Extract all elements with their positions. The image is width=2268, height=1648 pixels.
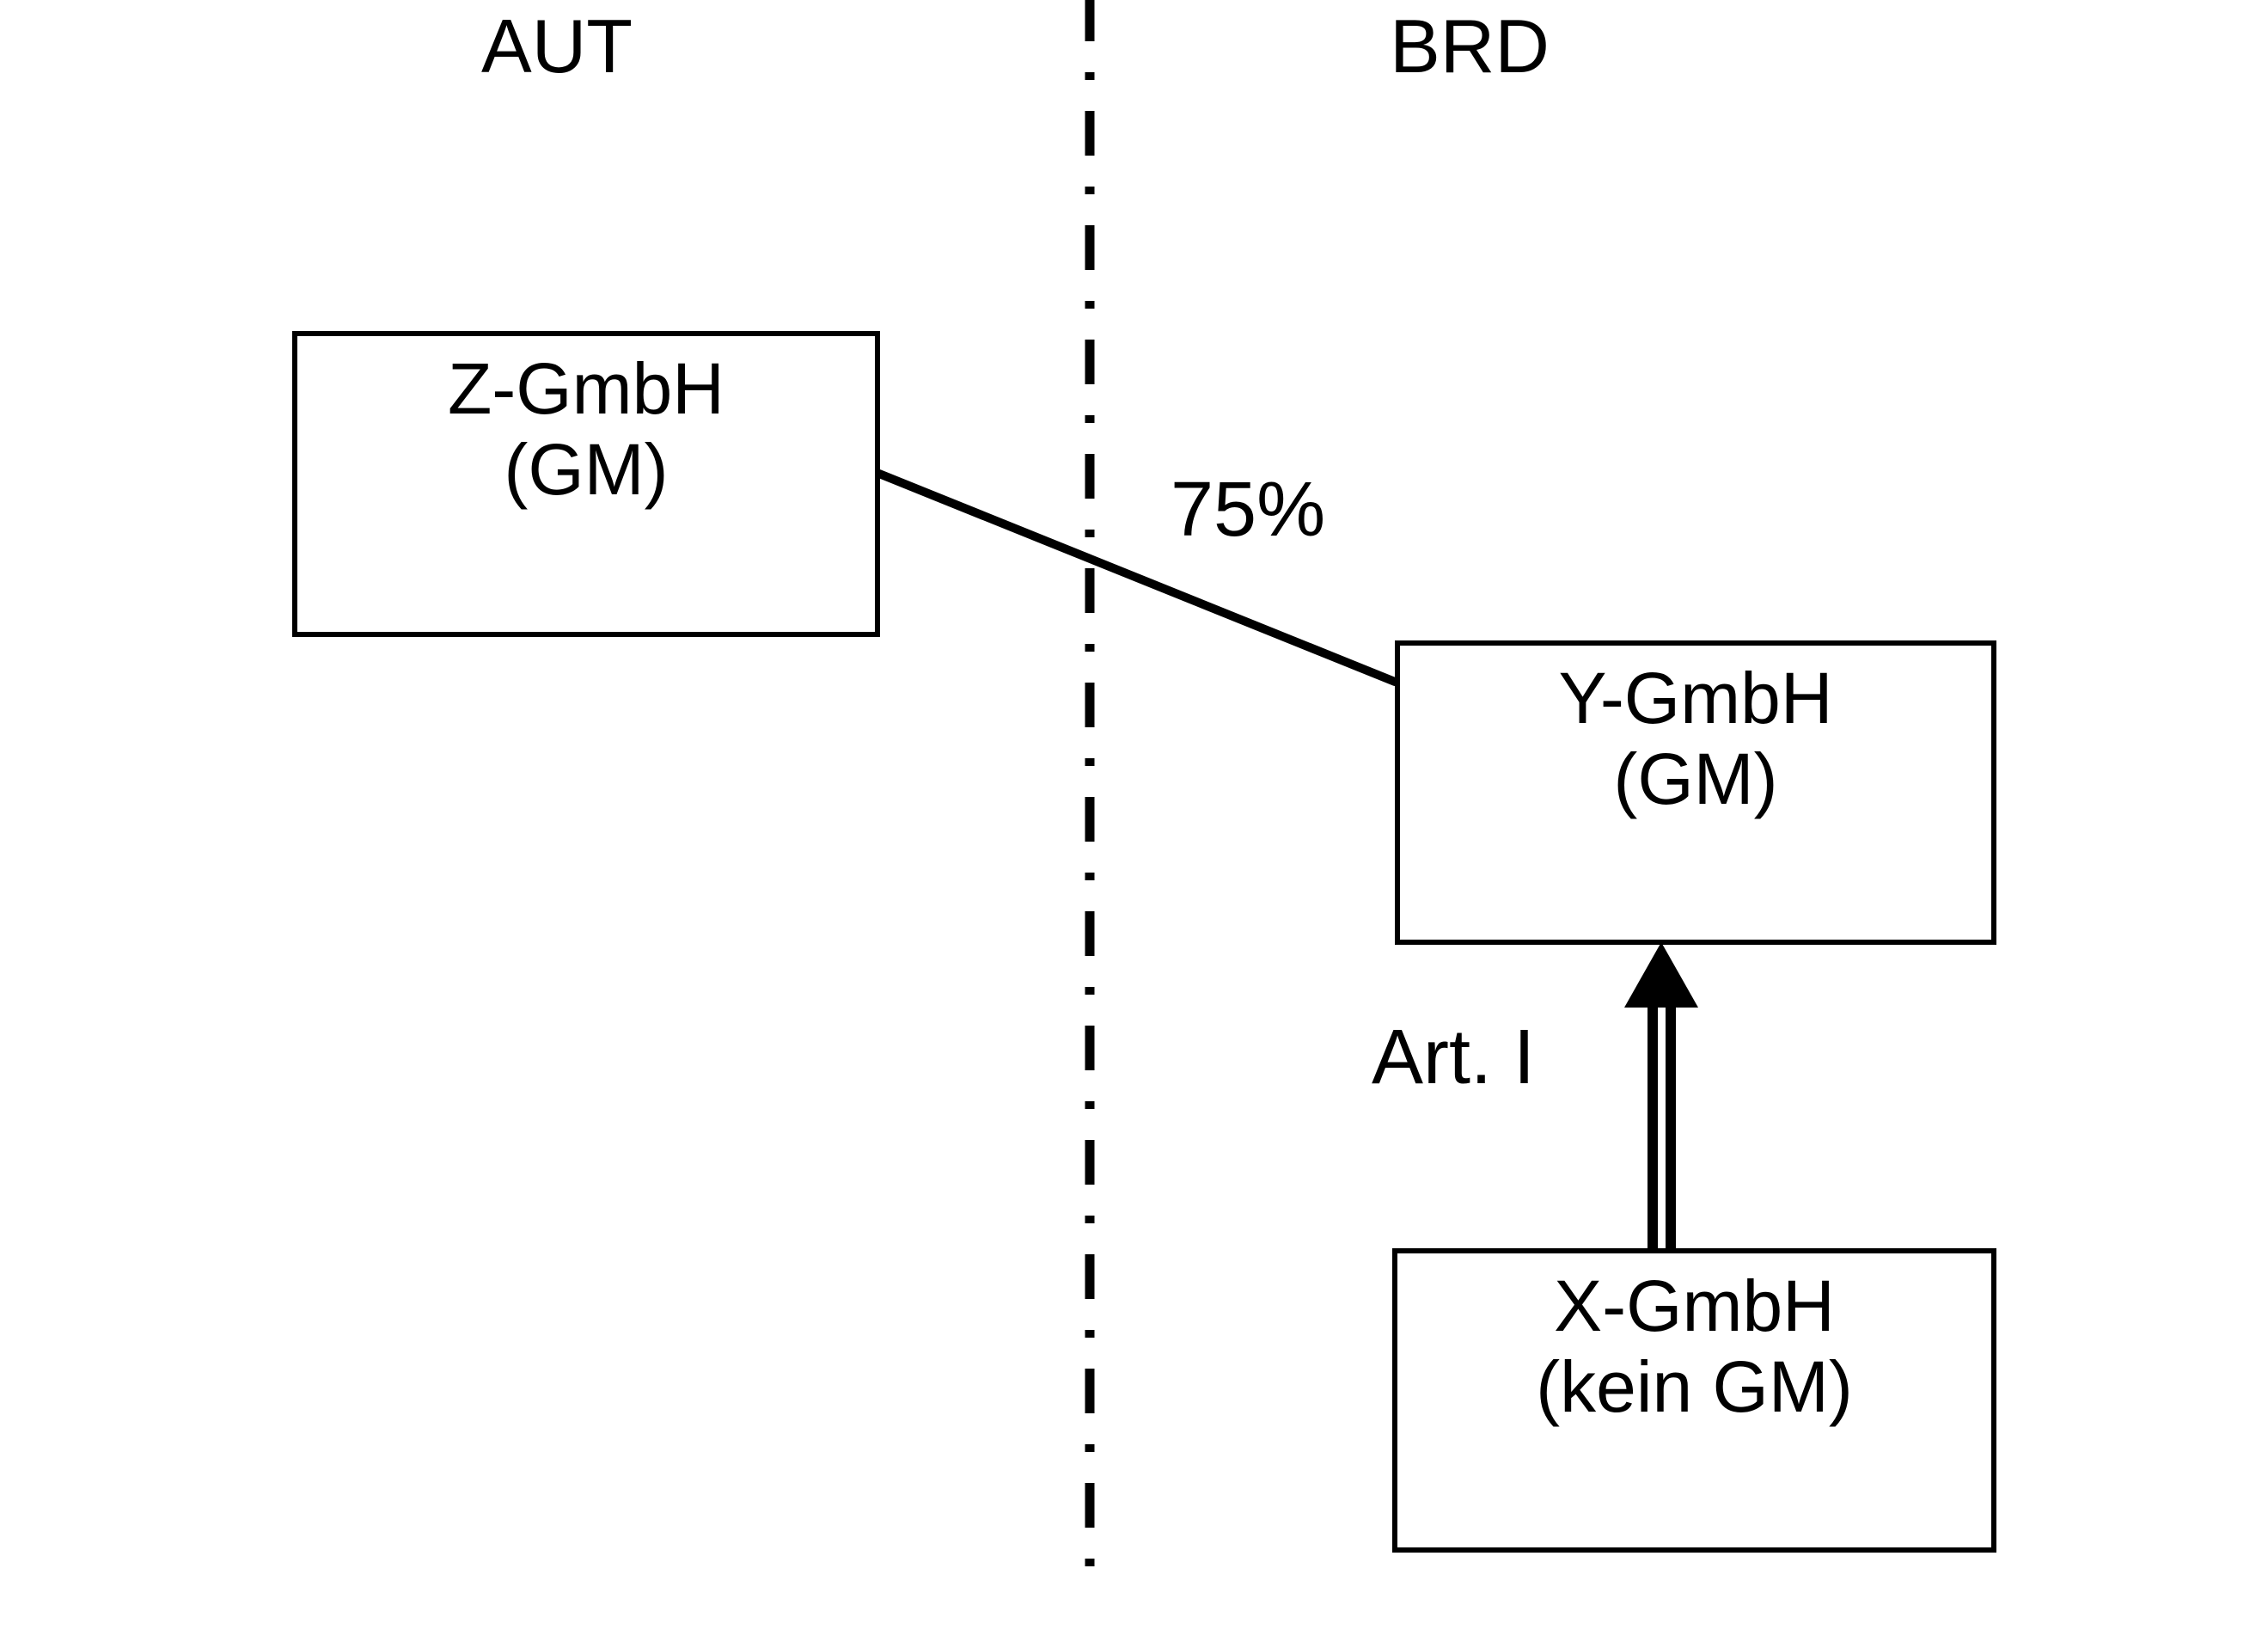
entity-name-x: X-GmbH — [1554, 1265, 1835, 1346]
entity-qualifier-y: (GM) — [1613, 738, 1778, 820]
connector-label-shareholding-percent: 75% — [1171, 467, 1326, 553]
arrowhead-up-icon — [1624, 942, 1698, 1008]
entity-qualifier-z: (GM) — [504, 429, 669, 511]
entity-box-x-gmbh[interactable]: X-GmbH (kein GM) — [1392, 1248, 1996, 1553]
entity-box-y-gmbh[interactable]: Y-GmbH (GM) — [1395, 640, 1996, 945]
connector-label-article: Art. I — [1372, 1014, 1536, 1100]
entity-name-z: Z-GmbH — [448, 348, 724, 429]
jurisdiction-label-brd: BRD — [1390, 3, 1550, 89]
jurisdiction-label-aut: AUT — [481, 3, 633, 89]
entity-qualifier-x: (kein GM) — [1536, 1346, 1853, 1428]
entity-box-z-gmbh[interactable]: Z-GmbH (GM) — [292, 331, 880, 637]
entity-name-y: Y-GmbH — [1558, 658, 1833, 738]
